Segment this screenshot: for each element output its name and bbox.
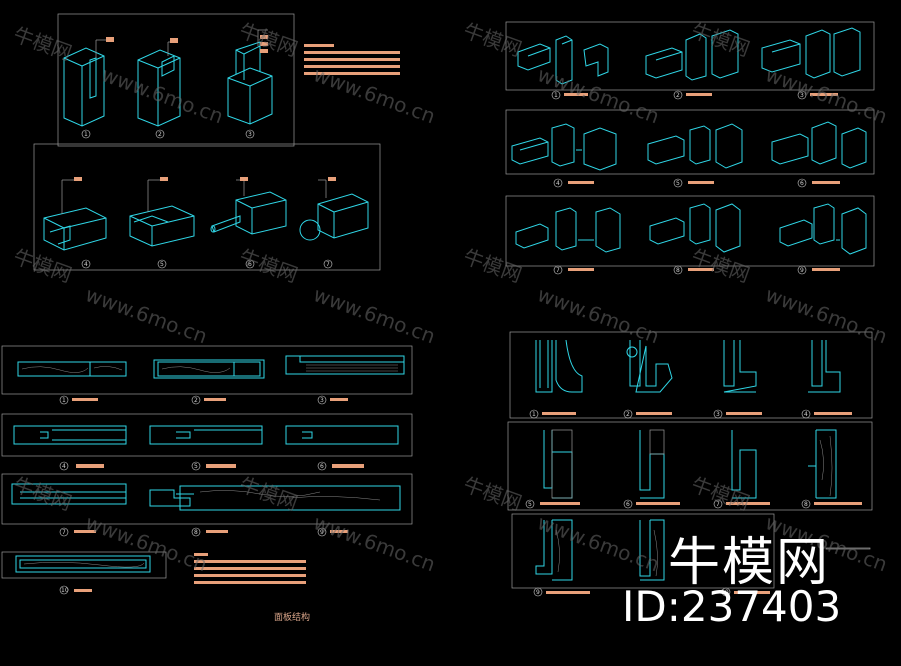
number-label: 3 [800,92,804,99]
watermark-site: www.6mo.cn [534,282,662,348]
tenon-group-4-7: 4 5 6 7 [33,143,381,271]
door-section-groups: 1 2 3 4 5 6 7 8 9 10 [507,331,873,597]
id-watermark: ID:237403 [622,582,842,631]
number-label: 3 [320,397,324,404]
number-label: 4 [556,180,560,187]
number-label: 6 [248,261,252,268]
number-label: 3 [716,411,720,418]
tenon-group-1-3: 1 2 3 [57,13,400,147]
number-label: 1 [84,131,88,138]
frame-tenon-4-7 [33,143,381,271]
number-label: 2 [626,411,630,418]
number-label: 4 [804,411,808,418]
watermark-brand: 牛模网 [236,472,301,515]
number-label: 7 [326,261,330,268]
watermark-site: www.6mo.cn [82,282,210,348]
number-label: 5 [160,261,164,268]
number-label: 3 [248,131,252,138]
number-label: 4 [84,261,88,268]
watermark-brand: 牛模网 [460,472,525,515]
number-label: 7 [62,529,66,536]
number-label: 2 [194,397,198,404]
number-label: 8 [194,529,198,536]
watermark-site: www.6mo.cn [310,282,438,348]
panel-structure-caption: 面板结构 [274,613,311,623]
number-label: 5 [528,501,532,508]
watermark-brand: 牛模网 [236,244,301,287]
number-label: 2 [676,92,680,99]
number-label: 5 [676,180,680,187]
number-label: 1 [532,411,536,418]
number-label: 2 [158,131,162,138]
watermark-site: www.6mo.cn [762,282,890,348]
watermark-brand: 牛模网 [236,18,301,61]
number-label: 7 [716,501,720,508]
number-label: 9 [800,267,804,274]
number-label: 4 [62,463,66,470]
watermark-brand: 牛模网 [460,244,525,287]
watermark-layer: 牛模网 www.6mo.cn 牛模网 www.6mo.cn 牛模网 www.6m… [10,18,890,576]
watermark-brand: 牛模网 [460,18,525,61]
number-label: 8 [676,267,680,274]
number-label: 1 [554,92,558,99]
watermark-brand: 牛模网 [10,22,75,65]
number-label: 9 [536,589,540,596]
number-label: 8 [804,501,808,508]
number-label: 6 [626,501,630,508]
corner-joint-groups: 1 2 3 4 5 6 7 8 [505,21,875,275]
number-label: 7 [556,267,560,274]
brand-watermark: 牛模网 [668,533,831,593]
watermark-site: www.6mo.cn [310,510,438,576]
watermark-brand: 牛模网 [688,244,753,287]
number-label: 6 [800,180,804,187]
watermark-site: www.6mo.cn [534,510,662,576]
number-label: 1 [62,397,66,404]
number-label: 9 [320,529,324,536]
watermark-brand: 牛模网 [10,244,75,287]
panel-board-sections: 1 2 3 4 5 6 7 8 9 10 [1,345,413,595]
number-label: 10 [61,587,69,594]
watermark-site: www.6mo.cn [762,62,890,128]
watermark-brand: 牛模网 [10,472,75,515]
watermark-brand: 牛模网 [688,472,753,515]
number-label: 6 [320,463,324,470]
number-label: 5 [194,463,198,470]
watermark-brand: 牛模网 [688,18,753,61]
frame-tenon-1-3 [57,13,295,147]
number-label: 10 [721,589,729,596]
